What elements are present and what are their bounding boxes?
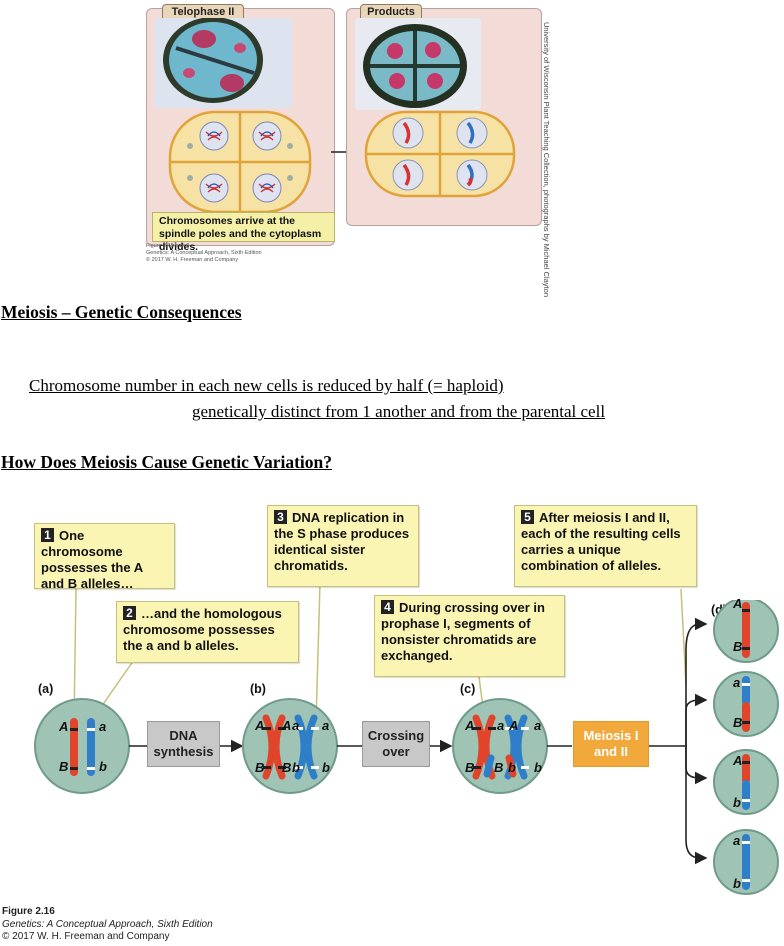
allele-a-cell-a: a bbox=[99, 719, 107, 734]
callout-3-number: 3 bbox=[274, 510, 287, 524]
allele-b-product-3: b bbox=[733, 795, 741, 810]
product-cell-4 bbox=[713, 829, 779, 895]
allele-A2-cell-b: A bbox=[282, 718, 292, 733]
allele-a-product-4: a bbox=[733, 833, 741, 848]
callout-2-text: …and the homologous chromosome possesses… bbox=[123, 606, 282, 653]
product-cell-2 bbox=[713, 671, 779, 737]
allele-B-product-1: B bbox=[733, 639, 743, 654]
telophase-micrograph bbox=[154, 18, 292, 108]
figure-2-15-credit-3: © 2017 W. H. Freeman and Company bbox=[146, 257, 239, 263]
cell-a bbox=[34, 698, 130, 794]
dna-synthesis-step: DNA synthesis bbox=[147, 721, 220, 767]
allele-b-cell-c: b bbox=[508, 760, 516, 775]
callout-1-text: One chromosome possesses the A and B all… bbox=[41, 528, 143, 591]
telophase-caption: Chromosomes arrive at the spindle poles … bbox=[152, 212, 335, 253]
callout-5-text: After meiosis I and II, each of the resu… bbox=[521, 510, 681, 573]
allele-b-cell-b: b bbox=[292, 760, 300, 775]
callout-4-text: During crossing over in prophase I, segm… bbox=[381, 600, 545, 663]
allele-A-cell-a: A bbox=[59, 719, 69, 734]
panel-label-a: (a) bbox=[38, 682, 54, 696]
allele-A-product-1: A bbox=[733, 596, 743, 611]
product-cell-3 bbox=[713, 749, 779, 815]
allele-A-product-3: A bbox=[733, 753, 743, 768]
callout-2: 2…and the homologous chromosome possesse… bbox=[116, 601, 299, 663]
allele-b-cell-a: b bbox=[99, 759, 107, 774]
allele-B-cell-a: B bbox=[59, 759, 69, 774]
product-cell-1 bbox=[713, 600, 779, 663]
allele-a-product-2: a bbox=[733, 675, 741, 690]
meiosis-cell-diagram bbox=[34, 600, 779, 895]
figure-book: Genetics: A Conceptual Approach, Sixth E… bbox=[2, 918, 213, 930]
allele-B-product-2: B bbox=[733, 715, 743, 730]
callout-5-number: 5 bbox=[521, 510, 534, 524]
telophase-photo-image bbox=[163, 18, 263, 103]
allele-a-cell-b: a bbox=[292, 718, 300, 733]
callout-2-number: 2 bbox=[123, 606, 136, 620]
allele-A-cell-b: A bbox=[255, 718, 265, 733]
telophase-cell-diagram bbox=[168, 110, 312, 214]
allele-B2-cell-b: B bbox=[282, 760, 292, 775]
meiosis-consequences-heading: Meiosis – Genetic Consequences bbox=[1, 302, 242, 322]
callout-1-number: 1 bbox=[41, 528, 54, 542]
allele-b-product-4: b bbox=[733, 876, 741, 891]
allele-a2-cell-b: a bbox=[322, 718, 330, 733]
figure-2-15-credit-2: Genetics: A Conceptual Approach, Sixth E… bbox=[146, 250, 262, 256]
allele-B-cell-c: B bbox=[465, 760, 475, 775]
figure-caption: Figure 2.16 Genetics: A Conceptual Appro… bbox=[2, 906, 213, 944]
allele-A-cell-c: A bbox=[465, 718, 475, 733]
callout-4-number: 4 bbox=[381, 600, 394, 614]
panel-label-b: (b) bbox=[250, 682, 266, 696]
cell-b bbox=[242, 698, 338, 794]
telophase-ii-title: Telophase II bbox=[162, 4, 244, 20]
genetic-variation-heading: How Does Meiosis Cause Genetic Variation… bbox=[1, 452, 333, 472]
products-micrograph bbox=[355, 18, 481, 110]
figure-copyright: © 2017 W. H. Freeman and Company bbox=[2, 931, 170, 942]
allele-b2-cell-b: b bbox=[322, 760, 330, 775]
meiosis-step: Meiosis I and II bbox=[573, 721, 649, 767]
figure-number: Figure 2.16 bbox=[2, 906, 55, 917]
genetic-distinct-statement: genetically distinct from 1 another and … bbox=[192, 402, 606, 421]
haploid-statement: Chromosome number in each new cells is r… bbox=[29, 376, 504, 395]
allele-a-cell-c: a bbox=[497, 718, 505, 733]
panel-label-c: (c) bbox=[460, 682, 476, 696]
allele-A2-cell-c: A bbox=[509, 718, 519, 733]
branch-arrows bbox=[685, 617, 708, 865]
cell-c bbox=[452, 698, 548, 794]
allele-B-cell-b: B bbox=[255, 760, 265, 775]
crossing-over-step: Crossing over bbox=[362, 721, 430, 767]
photo-credit-vertical: University of Wisconsin Plant Teaching C… bbox=[542, 22, 551, 297]
figure-2-15-credit-1: Figure 2.15 part 9 bbox=[146, 243, 190, 249]
allele-a2-cell-c: a bbox=[534, 718, 542, 733]
callout-3-text: DNA replication in the S phase produces … bbox=[274, 510, 410, 573]
allele-B2-cell-c: B bbox=[494, 760, 504, 775]
allele-b2-cell-c: b bbox=[534, 760, 542, 775]
products-photo-image bbox=[363, 24, 467, 108]
products-cell-diagram bbox=[364, 110, 516, 198]
